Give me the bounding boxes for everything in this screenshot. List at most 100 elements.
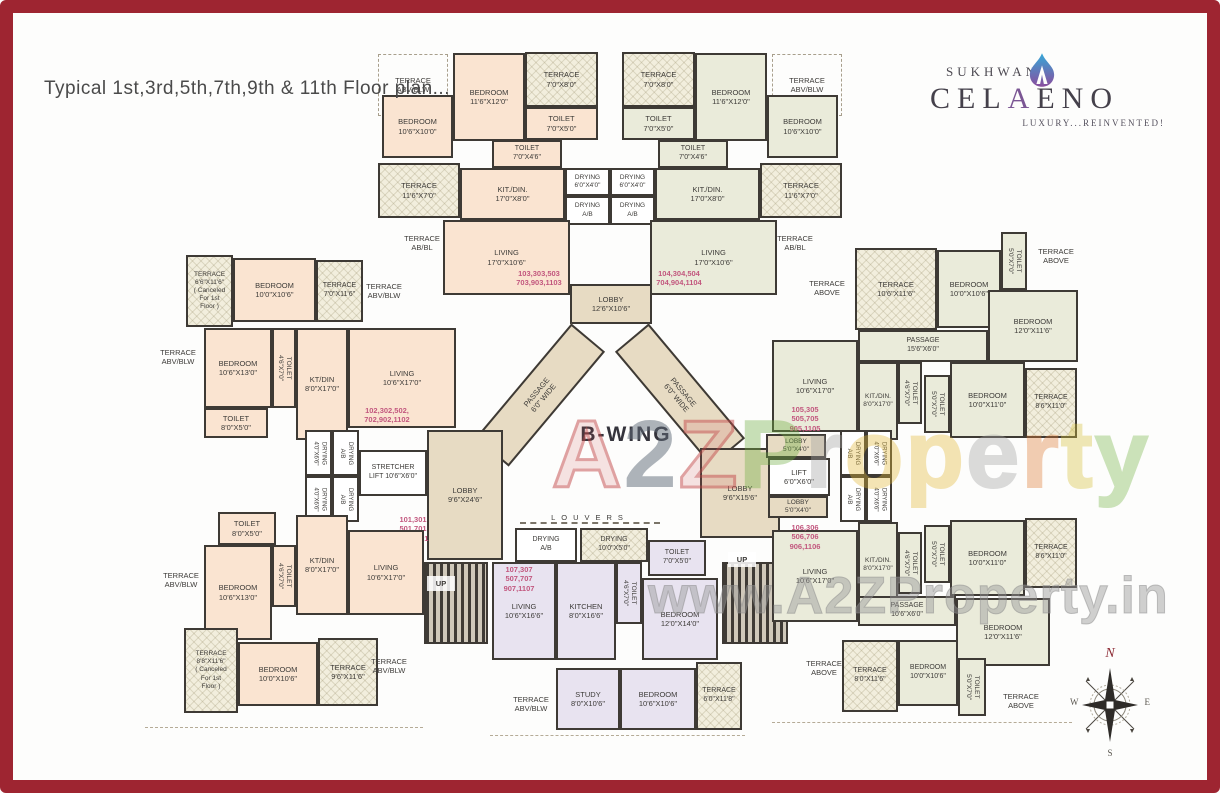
boundary-dash xyxy=(490,735,745,736)
louvers: LOUVERS xyxy=(520,506,660,524)
brand-name: SUKHWANI xyxy=(946,64,1048,79)
compass-west-label: W xyxy=(1070,697,1079,707)
kitchen-dining: KIT./DIN.17'0"X8'0" xyxy=(460,168,565,220)
up-label: UP xyxy=(728,552,756,567)
kitchen-dining: KIT./DIN.8'0"X17'0" xyxy=(858,362,898,440)
compass-rose-icon xyxy=(1082,668,1138,742)
project-name-post: ENO xyxy=(1036,82,1119,115)
unit-numbers: 102,302,502,702,902,1102 xyxy=(364,405,410,424)
brand-tagline: LUXURY...REINVENTED! xyxy=(1022,118,1165,128)
kitchen-dining: KIT./DIN.8'0"X17'0" xyxy=(858,522,898,608)
boundary-dash xyxy=(145,727,423,728)
compass: N E S W xyxy=(1070,646,1150,758)
up-label: UP xyxy=(427,576,455,591)
compass-south-label: S xyxy=(1107,748,1113,758)
kitchen-dining: KIT./DIN.17'0"X8'0" xyxy=(655,168,760,220)
b-wing-label: B-WING xyxy=(580,422,672,446)
boundary-dash xyxy=(772,722,1072,723)
page-title: Typical 1st,3rd,5th,7th,9th & 11th Floor… xyxy=(44,78,450,99)
brand-logo: SUKHWANI CELAENO LUXURY...REINVENTED! xyxy=(930,53,1165,128)
compass-north-label: N xyxy=(1105,646,1115,661)
stairs xyxy=(424,562,488,644)
project-name: CELAENO xyxy=(930,82,1165,116)
flame-icon xyxy=(1029,53,1055,87)
